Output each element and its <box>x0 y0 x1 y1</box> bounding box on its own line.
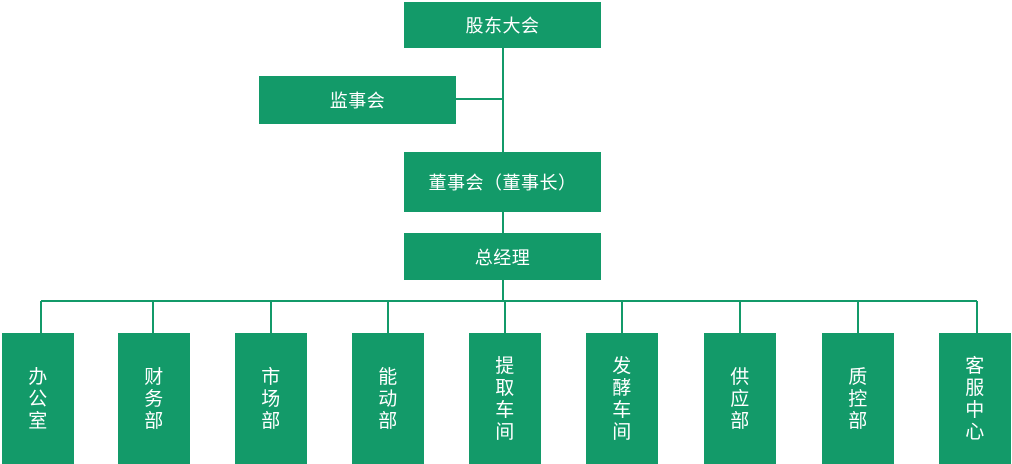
node-board: 董事会（董事长） <box>404 152 601 212</box>
dept-box: 发酵车间 <box>586 333 658 464</box>
node-board-label: 董事会（董事长） <box>428 173 577 194</box>
dept-label: 能动部 <box>378 365 398 432</box>
dept-box: 客服中心 <box>939 333 1011 464</box>
node-shareholders-label: 股东大会 <box>465 16 540 37</box>
dept-box: 质控部 <box>822 333 894 464</box>
dept-label: 质控部 <box>848 365 868 432</box>
dept-label: 办公室 <box>28 365 48 432</box>
dept-box: 市场部 <box>235 333 307 464</box>
dept-label: 提取车间 <box>495 354 515 443</box>
node-supervisory-label: 监事会 <box>329 91 386 112</box>
dept-label: 市场部 <box>261 365 281 432</box>
node-shareholders: 股东大会 <box>404 2 601 48</box>
dept-label: 供应部 <box>730 365 750 432</box>
dept-box: 财务部 <box>118 333 190 464</box>
node-gm-label: 总经理 <box>474 247 531 269</box>
dept-box: 能动部 <box>352 333 424 464</box>
dept-box: 提取车间 <box>469 333 541 464</box>
dept-label: 财务部 <box>144 365 164 432</box>
node-gm: 总经理 <box>404 233 601 280</box>
dept-label: 发酵车间 <box>612 354 632 443</box>
dept-box: 办公室 <box>2 333 74 464</box>
dept-box: 供应部 <box>704 333 776 464</box>
dept-label: 客服中心 <box>965 354 985 443</box>
node-supervisory: 监事会 <box>259 76 456 124</box>
